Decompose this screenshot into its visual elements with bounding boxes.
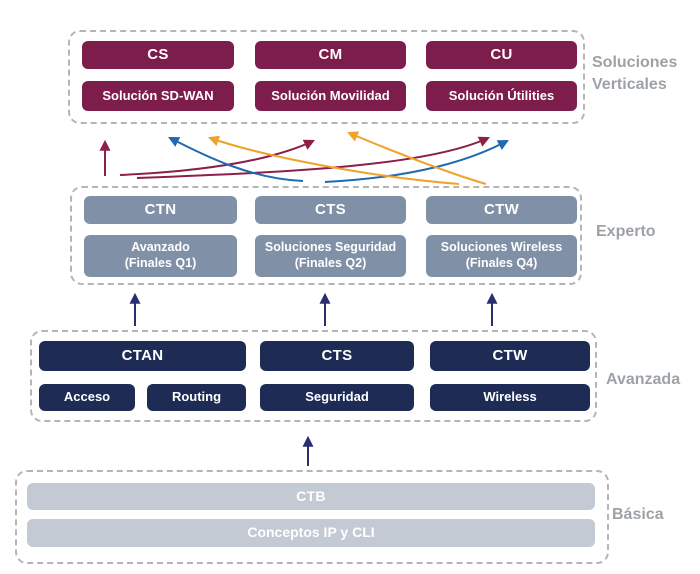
tier-label-soluciones-verticales: Soluciones Verticales — [592, 52, 677, 96]
module-box-seguridad: Seguridad — [260, 384, 414, 411]
tier-label-avanzada: Avanzada — [606, 371, 681, 388]
tier-soluciones-verticales: CS CM CU Solución SD-WAN Solución Movili… — [68, 30, 585, 124]
track-line2: (Finales Q2) — [294, 256, 367, 270]
track-line2: (Finales Q1) — [124, 256, 197, 270]
arrow-ctw-to-cs — [207, 135, 460, 185]
track-box-avanzado: Avanzado (Finales Q1) — [84, 235, 237, 277]
track-line1: Soluciones Seguridad — [264, 240, 397, 255]
cert-box-cs: CS — [82, 41, 234, 69]
cert-box-cts-experto: CTS — [255, 196, 406, 224]
solution-box-sdwan: Solución SD-WAN — [82, 81, 234, 111]
arrow-ctw-to-cm — [346, 131, 487, 185]
cert-box-cts-avanzada: CTS — [260, 341, 414, 371]
track-box-seguridad: Soluciones Seguridad (Finales Q2) — [255, 235, 406, 277]
solution-box-movilidad: Solución Movilidad — [255, 81, 406, 111]
tier-label-experto: Experto — [596, 223, 656, 240]
track-line2: (Finales Q4) — [465, 256, 538, 270]
tier-experto: CTN CTS CTW Avanzado (Finales Q1) Soluci… — [70, 186, 582, 285]
module-box-routing: Routing — [147, 384, 246, 411]
tier-avanzada: CTAN CTS CTW Acceso Routing Seguridad Wi… — [30, 330, 597, 422]
track-line1: Avanzado — [131, 240, 190, 255]
arrow-ctn-to-cu — [136, 136, 490, 179]
cert-box-ctw-avanzada: CTW — [430, 341, 590, 371]
cert-box-cu: CU — [426, 41, 577, 69]
tier-label-line2: Verticales — [592, 76, 667, 93]
track-box-wireless: Soluciones Wireless (Finales Q4) — [426, 235, 577, 277]
tier-label-line1: Soluciones — [592, 54, 678, 71]
arrow-cts-to-cs — [168, 136, 304, 182]
cert-box-ctn: CTN — [84, 196, 237, 224]
tier-basica: CTB Conceptos IP y CLI — [15, 470, 609, 564]
arrow-ctn-to-cm — [119, 139, 315, 176]
cert-box-ctan: CTAN — [39, 341, 246, 371]
cert-box-ctw-experto: CTW — [426, 196, 577, 224]
cert-box-cm: CM — [255, 41, 406, 69]
track-line1: Soluciones Wireless — [440, 240, 563, 255]
module-box-wireless: Wireless — [430, 384, 590, 411]
solution-box-utilities: Solución Útilities — [426, 81, 577, 111]
module-box-acceso: Acceso — [39, 384, 135, 411]
module-box-conceptos: Conceptos IP y CLI — [27, 519, 595, 547]
arrow-cts-to-cu — [324, 139, 509, 183]
tier-label-basica: Básica — [612, 506, 664, 523]
cert-box-ctb: CTB — [27, 483, 595, 510]
